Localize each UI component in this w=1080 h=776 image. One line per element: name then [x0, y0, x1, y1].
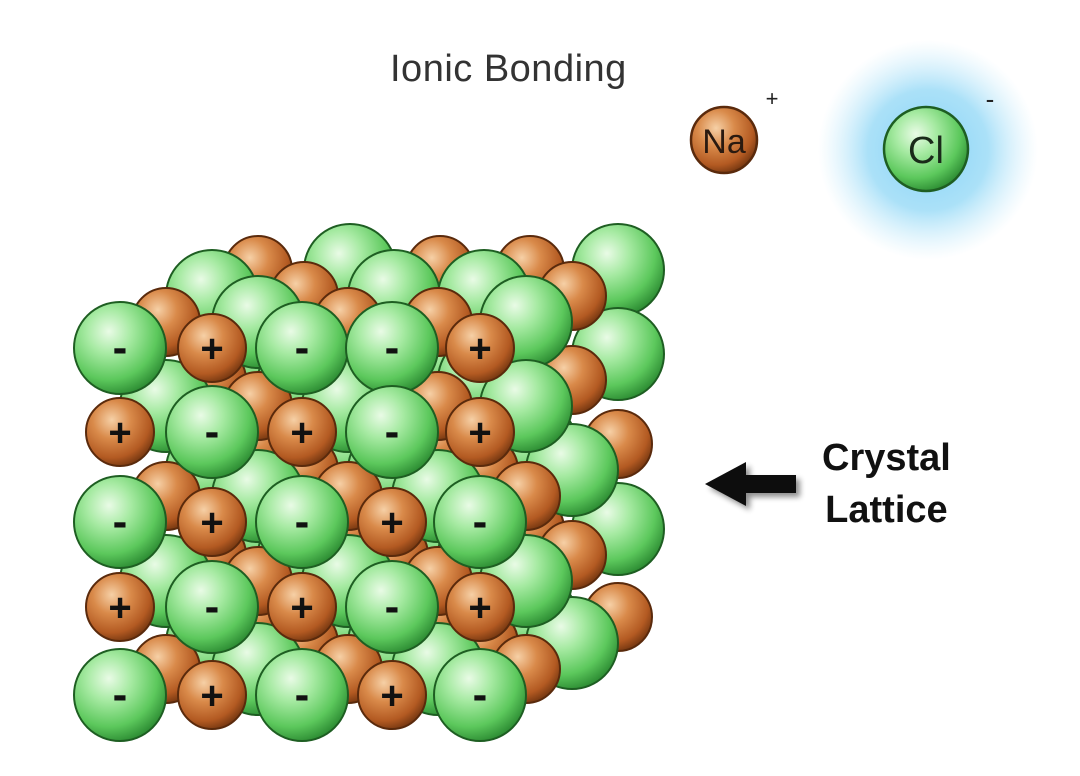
crystal-lattice-label: Crystal Lattice	[822, 432, 951, 536]
lattice-ion-front: +	[85, 572, 155, 642]
negative-charge-label: -	[205, 582, 220, 631]
positive-charge-label: +	[380, 674, 403, 718]
positive-charge-label: +	[290, 411, 313, 455]
sodium-sphere	[267, 397, 337, 467]
lattice-ion-front: -	[73, 648, 167, 742]
sodium-ion: Na +	[689, 86, 779, 175]
lattice-ion-front: +	[177, 660, 247, 730]
chlorine-sphere	[345, 385, 439, 479]
lattice-ion-front: +	[445, 313, 515, 383]
positive-charge-label: +	[108, 411, 131, 455]
chlorine-sphere	[433, 475, 527, 569]
negative-charge-label: -	[205, 407, 220, 456]
negative-charge-label: -	[385, 323, 400, 372]
lattice-ion-front: +	[445, 397, 515, 467]
negative-charge-label: -	[295, 323, 310, 372]
negative-charge-label: -	[385, 407, 400, 456]
positive-charge-label: +	[468, 586, 491, 630]
positive-charge-label: +	[200, 501, 223, 545]
chlorine-sphere	[433, 648, 527, 742]
lattice-ion-front: -	[345, 385, 439, 479]
lattice-ion-front: -	[165, 560, 259, 654]
positive-charge-label: +	[108, 586, 131, 630]
negative-charge-label: -	[295, 497, 310, 546]
chlorine-ion-symbol: Cl	[908, 130, 944, 172]
sodium-sphere	[445, 572, 515, 642]
chlorine-sphere	[255, 475, 349, 569]
chlorine-sphere	[165, 385, 259, 479]
negative-charge-label: -	[385, 582, 400, 631]
chlorine-ion-sphere	[882, 105, 970, 193]
sodium-sphere	[267, 572, 337, 642]
positive-charge-label: +	[380, 501, 403, 545]
sodium-sphere	[177, 313, 247, 383]
lattice-ion-front: +	[177, 487, 247, 557]
diagram-title: Ionic Bonding	[390, 48, 627, 90]
chlorine-sphere	[73, 301, 167, 395]
crystal-lattice: - + - - + + - + - + - + - + - + - + - + - + - + -	[73, 223, 665, 742]
negative-charge-label: -	[113, 323, 128, 372]
negative-charge-label: -	[113, 497, 128, 546]
positive-charge-label: +	[290, 586, 313, 630]
lattice-ion-front: +	[177, 313, 247, 383]
positive-charge-label: +	[468, 327, 491, 371]
sodium-sphere	[357, 487, 427, 557]
chlorine-sphere	[345, 560, 439, 654]
sodium-ion-charge: +	[766, 86, 779, 111]
sodium-sphere	[85, 572, 155, 642]
chlorine-sphere	[165, 560, 259, 654]
positive-charge-label: +	[200, 674, 223, 718]
left-arrow-icon	[705, 462, 796, 506]
lattice-ion-front: +	[85, 397, 155, 467]
sodium-sphere	[445, 397, 515, 467]
lattice-ion-front: -	[73, 475, 167, 569]
lattice-ion-front: -	[433, 475, 527, 569]
lattice-ion-front: -	[255, 301, 349, 395]
chlorine-ion-charge: -	[986, 84, 995, 114]
lattice-ion-front: -	[165, 385, 259, 479]
sodium-sphere	[177, 660, 247, 730]
sodium-ion-sphere	[689, 105, 759, 175]
sodium-sphere	[357, 660, 427, 730]
lattice-ion-front: -	[255, 648, 349, 742]
chlorine-sphere	[73, 648, 167, 742]
lattice-ion-front: +	[445, 572, 515, 642]
sodium-sphere	[445, 313, 515, 383]
lattice-ion-front: -	[433, 648, 527, 742]
lattice-ion-front: -	[345, 560, 439, 654]
crystal-lattice-label-line2: Lattice	[825, 489, 948, 531]
crystal-lattice-label-line1: Crystal	[822, 437, 951, 479]
sodium-sphere	[85, 397, 155, 467]
positive-charge-label: +	[200, 327, 223, 371]
chlorine-sphere	[73, 475, 167, 569]
lattice-ion-front: -	[345, 301, 439, 395]
chlorine-sphere	[255, 648, 349, 742]
lattice-ion-front: +	[357, 487, 427, 557]
lattice-ion-front: +	[267, 572, 337, 642]
negative-charge-label: -	[473, 670, 488, 719]
sodium-ion-symbol: Na	[702, 123, 746, 161]
chlorine-ion: Cl -	[882, 84, 995, 193]
lattice-ion-front: +	[357, 660, 427, 730]
lattice-ion-front: -	[73, 301, 167, 395]
lattice-ion-front: +	[267, 397, 337, 467]
negative-charge-label: -	[295, 670, 310, 719]
lattice-ion-front: -	[255, 475, 349, 569]
negative-charge-label: -	[113, 670, 128, 719]
positive-charge-label: +	[468, 411, 491, 455]
negative-charge-label: -	[473, 497, 488, 546]
sodium-sphere	[177, 487, 247, 557]
